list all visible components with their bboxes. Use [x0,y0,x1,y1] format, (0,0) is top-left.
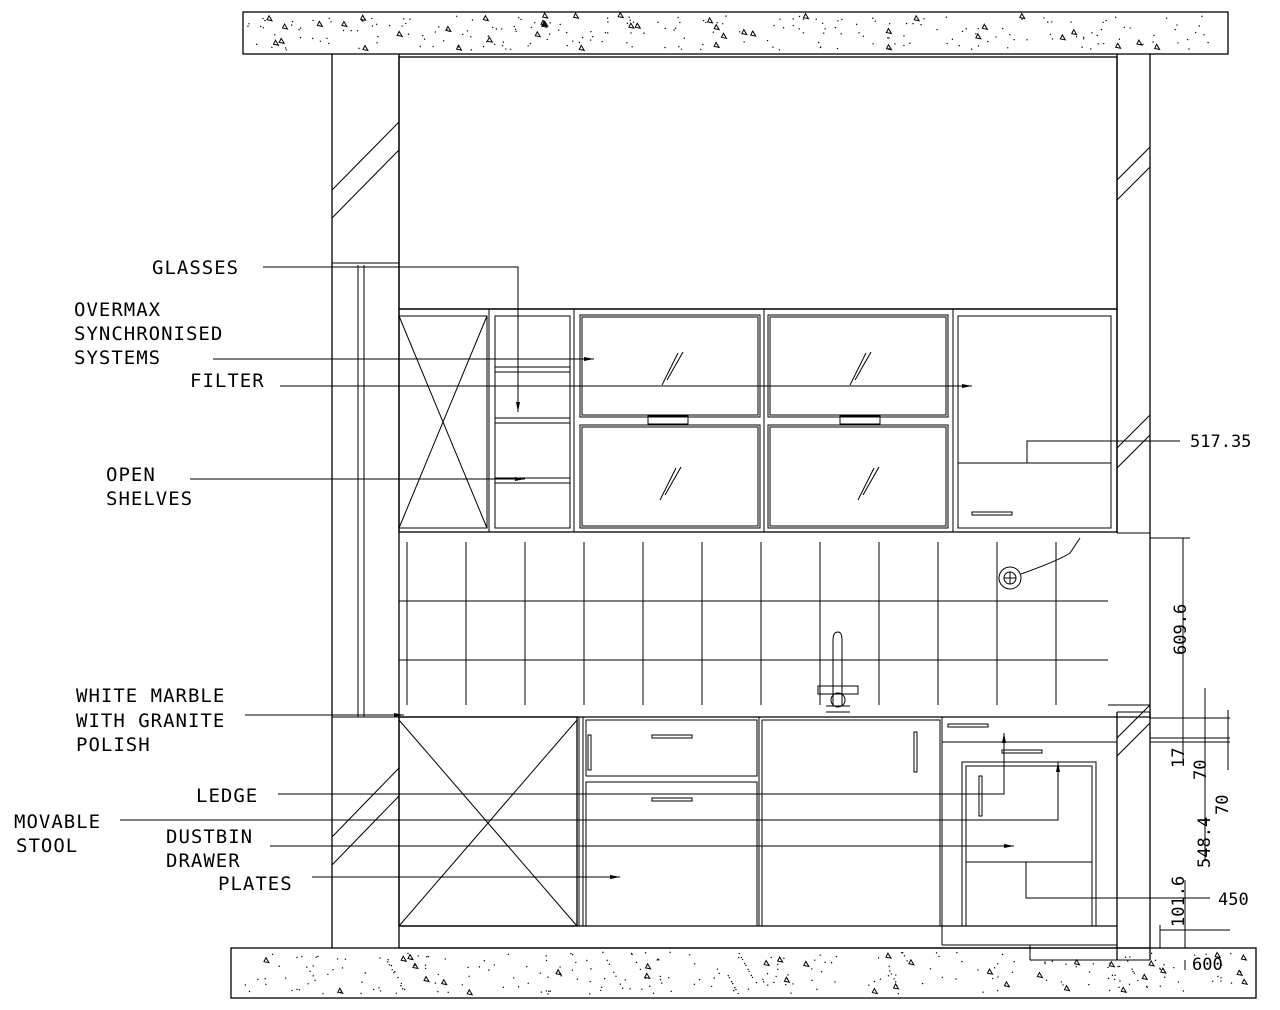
dimension-labels: 517.35 609.6 17 70 70 548.4 101.6 450 60… [1169,432,1251,975]
dim-450: 450 [1218,890,1249,910]
label-filter: FILTER [190,370,265,392]
dim-609: 609.6 [1171,604,1191,655]
label-dustbin-1: DUSTBIN [166,826,253,848]
label-marble-2: WITH GRANITE [76,710,225,732]
label-open-1: OPEN [106,464,156,486]
leader-lines [120,266,1210,899]
right-wall [1116,54,1151,960]
callout-labels: GLASSES OVERMAX SYNCHRONISED SYSTEMS FIL… [14,257,293,895]
label-overmax-3: SYSTEMS [74,347,161,369]
dim-600: 600 [1192,955,1223,975]
left-wall [331,54,400,948]
label-stool-2: STOOL [16,835,78,857]
label-dustbin-2: DRAWER [166,850,241,872]
countertop [399,704,1150,718]
dim-17: 17 [1169,748,1189,768]
label-open-2: SHELVES [106,488,193,510]
dim-70a: 70 [1191,760,1211,780]
ceiling-slab [242,11,1229,55]
label-marble-3: POLISH [76,734,151,756]
label-stool-1: MOVABLE [14,811,101,833]
label-plates: PLATES [218,873,293,895]
power-socket-icon [998,537,1081,590]
label-ledge: LEDGE [196,785,258,807]
base-cabinets [398,716,1150,961]
dimension-lines [1117,537,1230,970]
faucet-icon [817,631,859,713]
dim-548: 548.4 [1195,817,1215,868]
upper-cabinets [398,308,1118,533]
label-glasses: GLASSES [152,257,239,279]
label-overmax-2: SYNCHRONISED [74,323,223,345]
floor-slab [230,947,1257,999]
backsplash-tiles [399,542,1108,705]
window-opening [398,56,1118,310]
dim-101: 101.6 [1169,876,1189,927]
dim-517: 517.35 [1190,432,1251,452]
label-overmax-1: OVERMAX [74,299,161,321]
label-marble-1: WHITE MARBLE [76,685,225,707]
dim-70b: 70 [1213,795,1233,815]
